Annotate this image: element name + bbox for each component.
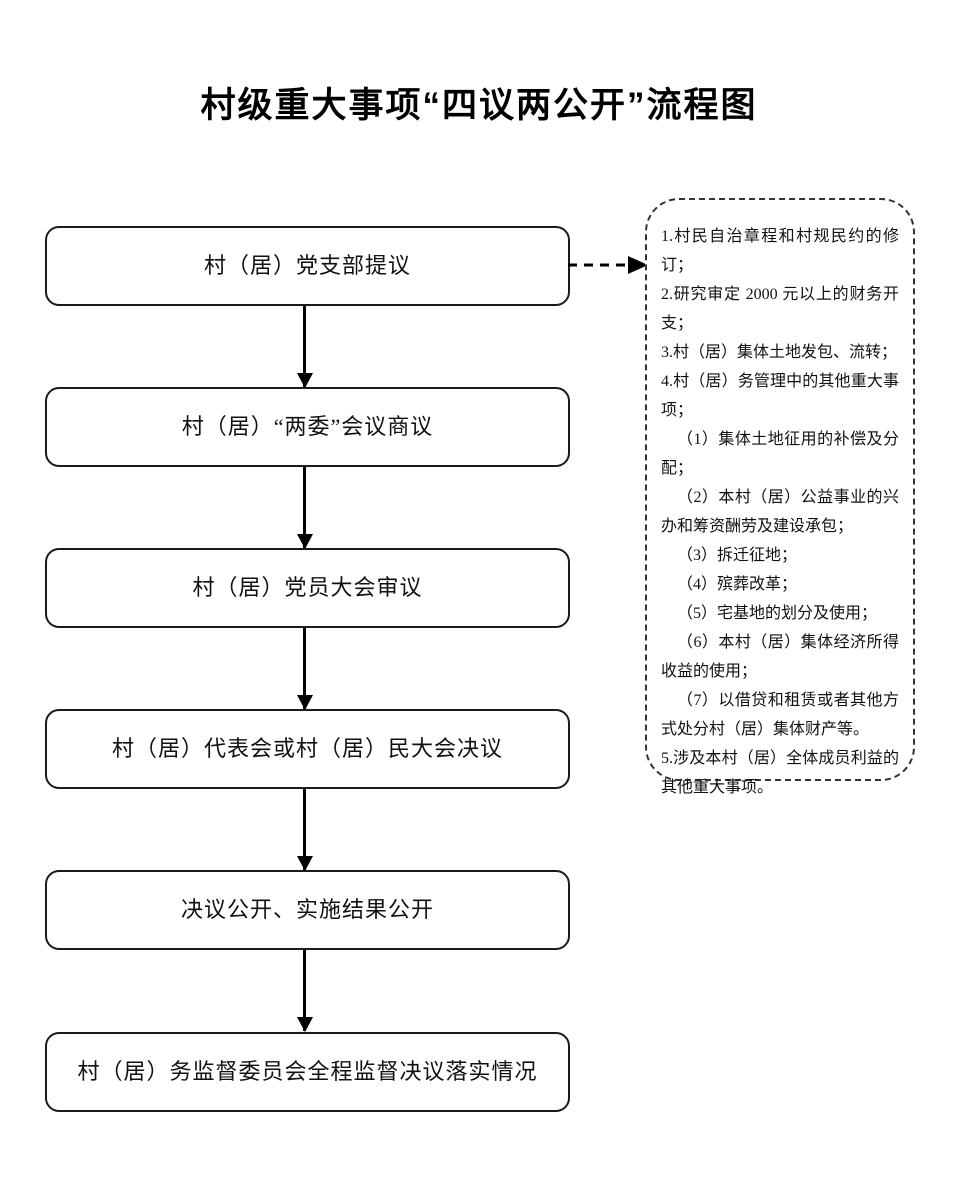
down-arrow-icon <box>303 789 306 870</box>
page-title: 村级重大事项“四议两公开”流程图 <box>200 86 758 125</box>
down-arrow-icon <box>303 306 306 387</box>
flow-step-label: 村（居）务监督委员会全程监督决议落实情况 <box>77 1059 538 1084</box>
flow-step-label: 决议公开、实施结果公开 <box>180 897 434 922</box>
flow-step-box: 村（居）“两委”会议商议 <box>45 387 570 467</box>
flow-step-box: 村（居）代表会或村（居）民大会决议 <box>45 709 570 789</box>
down-arrow-icon <box>303 950 306 1031</box>
flow-step-label: 村（居）“两委”会议商议 <box>181 414 434 439</box>
list-item: 3.村（居）集体土地发包、流转； <box>661 344 898 361</box>
down-arrow-icon <box>303 628 306 709</box>
flow-step-label: 村（居）代表会或村（居）民大会决议 <box>111 736 503 761</box>
list-item: 2.研究审定 2000 元以上的财务开支； <box>661 286 899 332</box>
list-item: （5）宅基地的划分及使用； <box>677 605 878 622</box>
list-item: （2）本村（居）公益事业的兴办和筹资酬劳及建设承包； <box>661 489 899 535</box>
list-item: （3）拆迁征地； <box>677 547 798 564</box>
list-item: （7）以借贷和租赁或者其他方式处分村（居）集体财产等。 <box>661 692 899 738</box>
list-item: 5.涉及本村（居）全体成员利益的其他重大事项。 <box>661 750 899 796</box>
list-item: 4.村（居）务管理中的其他重大事项； <box>661 373 899 419</box>
flow-step-box: 村（居）务监督委员会全程监督决议落实情况 <box>45 1032 570 1112</box>
major-matters-list: 1.村民自治章程和村规民约的修订； 2.研究审定 2000 元以上的财务开支； … <box>647 200 913 802</box>
dashed-right-arrow-icon <box>568 256 648 274</box>
flow-step-label: 村（居）党支部提议 <box>203 253 411 278</box>
list-item: （1）集体土地征用的补偿及分配； <box>661 431 899 477</box>
flow-step-box: 村（居）党员大会审议 <box>45 548 570 628</box>
flow-step-box: 决议公开、实施结果公开 <box>45 870 570 950</box>
list-item: （4）殡葬改革； <box>677 576 798 593</box>
flow-step-box: 村（居）党支部提议 <box>45 226 570 306</box>
major-matters-panel: 1.村民自治章程和村规民约的修订； 2.研究审定 2000 元以上的财务开支； … <box>645 198 915 796</box>
list-item: （6）本村（居）集体经济所得收益的使用； <box>661 634 899 680</box>
down-arrow-icon <box>303 467 306 548</box>
flow-step-label: 村（居）党员大会审议 <box>192 575 423 600</box>
list-item: 1.村民自治章程和村规民约的修订； <box>661 228 899 274</box>
